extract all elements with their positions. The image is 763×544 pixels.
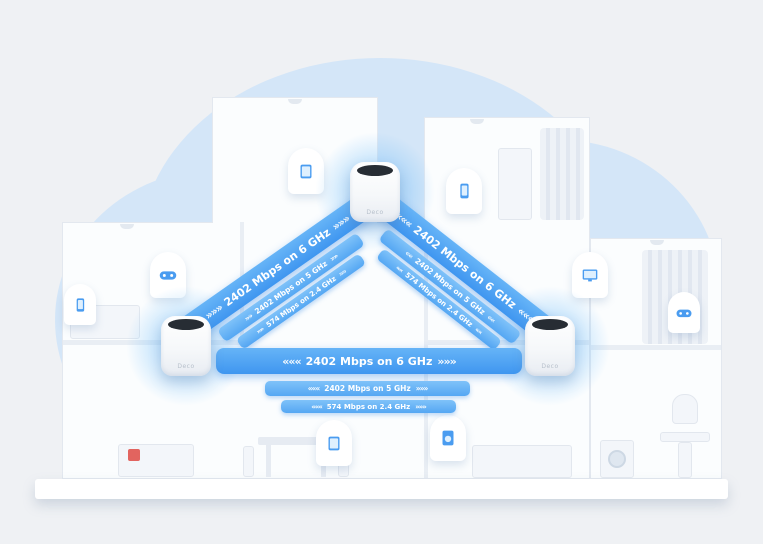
ceiling-lamp [288, 99, 302, 104]
arrow-icons: ««« [311, 402, 323, 411]
arrow-icons: »»» [437, 354, 456, 368]
device-arch [64, 284, 96, 325]
deco-unit-right: Deco [525, 316, 575, 376]
bathroom-sink [660, 432, 710, 442]
device-arch [316, 420, 352, 466]
arrow-icons: ««« [282, 354, 301, 368]
arrow-icons: »»» [415, 384, 429, 393]
arrow-icons: «« [473, 325, 484, 336]
interior-floor [591, 345, 721, 350]
dining-chair [243, 446, 254, 477]
sink-pedestal [678, 442, 692, 478]
deco-logo: Deco [177, 363, 195, 370]
arrow-icons: «« [394, 263, 405, 274]
ceiling-lamp [120, 224, 134, 229]
link-speed-label: 574 Mbps on 2.4 GHz [326, 402, 411, 411]
device-arch [430, 415, 466, 461]
deco-logo: Deco [541, 363, 559, 370]
arrow-icons: »» [242, 311, 255, 324]
washing-machine-icon [437, 427, 459, 449]
arrow-icons: »» [254, 325, 266, 336]
red-pillow [128, 449, 140, 461]
interior-floor [63, 340, 241, 345]
link-speed-label: 2402 Mbps on 5 GHz [324, 384, 411, 393]
arrow-icons: »» [327, 251, 340, 264]
ceiling-lamp [470, 119, 484, 124]
arrow-icons: «« [485, 312, 497, 325]
game-controller-icon [674, 303, 694, 323]
arrow-icons: «« [403, 248, 415, 261]
wardrobe [498, 148, 532, 220]
arrow-icons: »» [336, 267, 348, 278]
deco-logo: Deco [366, 209, 384, 216]
arrow-icons: »»» [329, 211, 352, 234]
device-arch [446, 168, 482, 214]
tablet-icon [295, 160, 317, 182]
tablet-icon [323, 432, 345, 454]
device-arch [572, 252, 608, 298]
washer-door [608, 450, 626, 468]
arrow-icons: ««« [307, 384, 321, 393]
kitchen-counter [472, 445, 572, 478]
ceiling-lamp [650, 240, 664, 245]
arrow-icons: »»» [415, 402, 427, 411]
link-band-bottom-6ghz: ««« 2402 Mbps on 6 GHz »»» [216, 348, 522, 374]
phone-icon [70, 295, 90, 315]
mirror [672, 394, 698, 424]
device-arch [288, 148, 324, 194]
ground-floor-slab [35, 479, 728, 499]
deco-unit-left: Deco [161, 316, 211, 376]
link-band-bottom-5ghz: ««« 2402 Mbps on 5 GHz »»» [265, 381, 470, 396]
phone-icon [453, 180, 475, 202]
curtain [540, 128, 584, 220]
tv-icon [579, 264, 601, 286]
device-arch [150, 252, 186, 298]
device-arch [668, 292, 700, 333]
game-controller-icon [157, 264, 179, 286]
link-band-bottom-24ghz: ««« 574 Mbps on 2.4 GHz »»» [281, 400, 456, 413]
deco-unit-top: Deco [350, 162, 400, 222]
link-speed-label: 2402 Mbps on 6 GHz [305, 354, 433, 368]
washing-machine [600, 440, 634, 478]
